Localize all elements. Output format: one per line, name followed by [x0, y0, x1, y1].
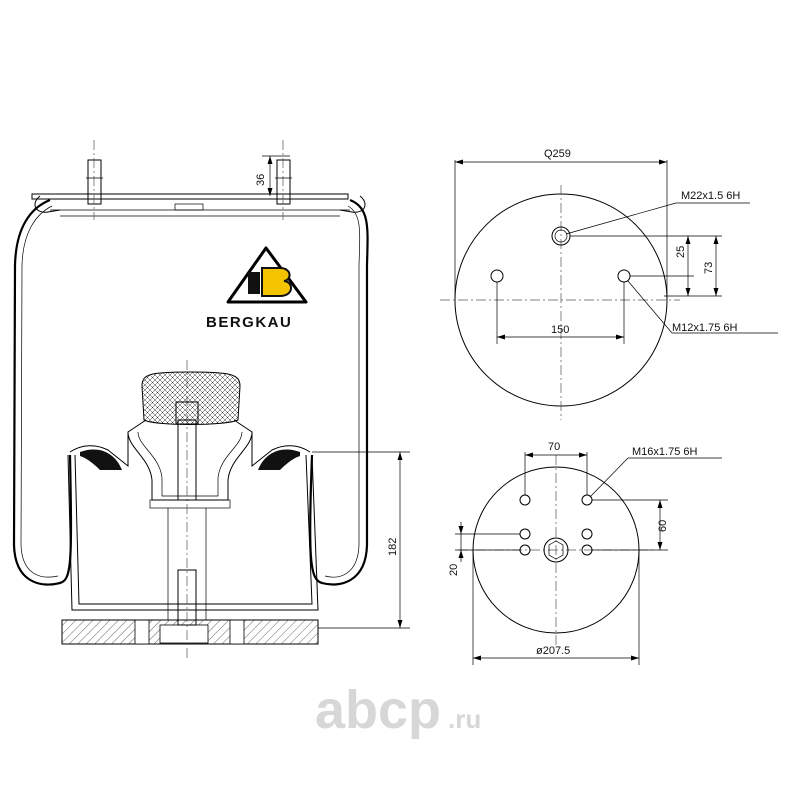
- label-bottom-thread: M16x1.75 6H: [632, 446, 697, 458]
- bottom-hole: [519, 494, 531, 506]
- piston: [61, 454, 319, 645]
- hole-left-top: [490, 269, 504, 283]
- bead-left: [80, 449, 122, 470]
- dim-bottom-offset-small: 20: [448, 564, 460, 576]
- watermark-suffix: .ru: [448, 704, 481, 734]
- bellows-contour-right: [309, 198, 369, 586]
- logo-b-yellow: [261, 267, 292, 297]
- watermark-main: abcp: [315, 680, 441, 740]
- bergkau-logo: BERGKAU: [206, 246, 308, 331]
- stud-right: [275, 140, 292, 220]
- brand-name: BERGKAU: [206, 314, 292, 331]
- dim-top-diameter: Q259: [544, 148, 571, 160]
- stud-left: [86, 140, 103, 220]
- dim-top-offset-large: 73: [703, 262, 715, 274]
- piston-bottom-view: 70 M16x1.75 6H 60 20 ø207.5: [448, 441, 722, 665]
- dim-bottom-offset-large: 60: [657, 520, 669, 532]
- center-bolt: [177, 419, 197, 501]
- top-plate: [31, 193, 349, 200]
- dim-bottom-spacing: 70: [548, 441, 560, 453]
- dim-height: 182: [387, 538, 399, 556]
- label-top-thread-side: M12x1.75 6H: [672, 322, 737, 334]
- bottom-center-hole: [543, 537, 569, 563]
- watermark: abcp .ru: [315, 680, 481, 740]
- bottom-hole: [581, 528, 593, 540]
- hole-right-top: [617, 269, 631, 283]
- bump-stop: [141, 371, 241, 425]
- label-top-thread-center: M22x1.5 6H: [681, 190, 740, 202]
- dim-bottom-diameter: ø207.5: [536, 645, 570, 657]
- dim-top-spacing: 150: [551, 324, 569, 336]
- top-plate-view: Q259 M22x1.5 6H 25 73 150 M12x1.75 6H: [440, 148, 778, 420]
- side-view: 36 182: [12, 140, 410, 660]
- dim-stud-height: 36: [255, 174, 267, 186]
- dim-top-offset-small: 25: [675, 246, 687, 258]
- bead-right: [258, 449, 300, 470]
- bottom-hole: [519, 528, 531, 540]
